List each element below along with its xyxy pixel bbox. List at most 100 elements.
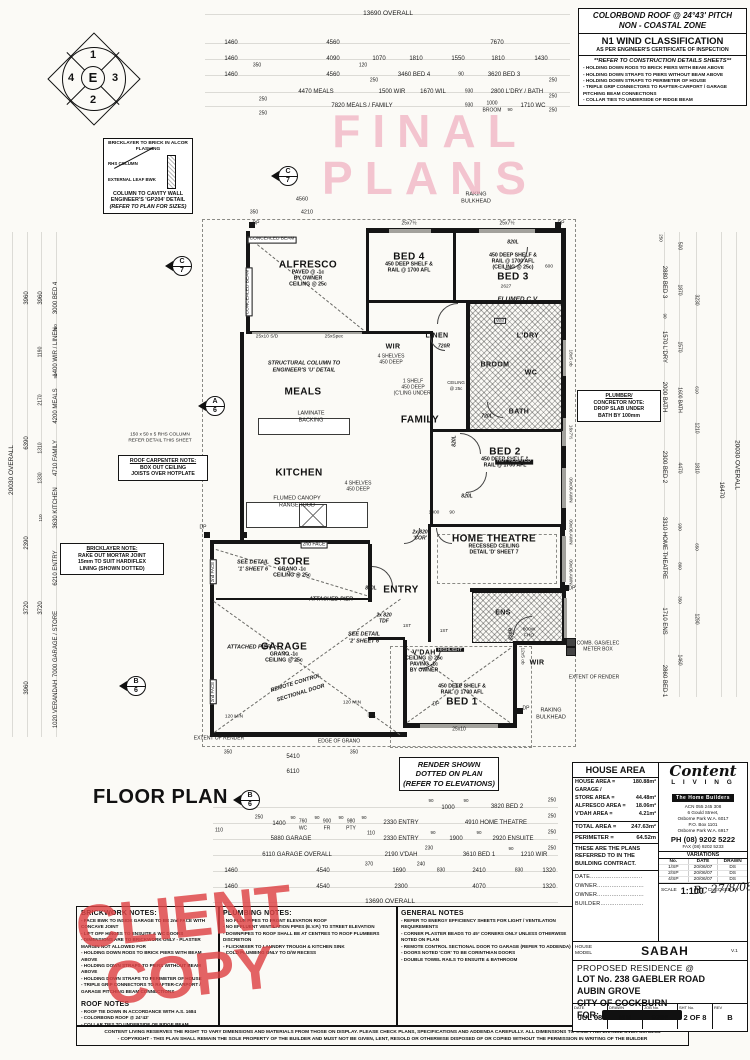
room-label-l-dry: L'DRY: [517, 333, 539, 340]
general-note-item: - DOUBLE TOWEL RAILS TO ENSUITE & BATHRO…: [401, 956, 518, 962]
house-area-row-value: 180.88m²: [632, 779, 656, 785]
brickwork-note-item: - DIMENSIONS ARE TO BRICKWORK ONLY - PLA…: [81, 937, 201, 949]
footer-line2: - COPYRIGHT - THIS PLAN SHALL REMAIN THE…: [117, 1037, 648, 1043]
room-label-wc: WC: [525, 370, 537, 377]
construction-details-list: - HOLDING DOWN RODS TO BRICK PIERS WITH …: [581, 65, 744, 103]
plan-annotation: 1 SHELF: [402, 378, 424, 385]
dim-label: 610: [694, 386, 700, 394]
plumbing-notes-list: - NO FLUE PIPES TO FRONT ELEVATION ROOF-…: [223, 918, 393, 957]
dim-label: 250: [369, 77, 379, 84]
elevation-number-left: 4: [68, 72, 75, 84]
room-name: MEALS: [284, 386, 322, 398]
total-area-row: TOTAL AREA = 247.63m²: [573, 820, 658, 833]
roof-note-item: - ROOF TIE DOWN IN ACCORDANCE WITH A.S. …: [81, 1009, 197, 1015]
plan-annotation: 350: [249, 209, 259, 216]
dim-label: 1460: [224, 56, 238, 62]
plan-annotation: DP: [367, 712, 375, 719]
room-name: ENTRY: [383, 584, 419, 596]
plan-annotation: 1000: [428, 510, 440, 516]
general-notes-box: GENERAL NOTES - REFER TO ENERGY EFFICIEN…: [396, 906, 585, 1026]
meter-box: [566, 638, 576, 647]
variations-cell: DS: [729, 864, 737, 870]
stamp-cell-label: DRAWN: [609, 1005, 624, 1010]
dim-label: 6390: [24, 436, 30, 450]
stamp-cell-value: JUL 08: [577, 1013, 603, 1022]
plan-annotation: 720R: [438, 343, 450, 350]
plan-annotation: DP: [252, 220, 260, 227]
dim-label: 3620 BED 3: [487, 72, 521, 78]
brickwork-note-item: - TRIPLE GRIP CONNECTORS TO RAFTER-CARPO…: [81, 982, 201, 994]
room-name: WC: [524, 369, 538, 377]
plumbing-note-item: - DOWNPIPES TO ROOF SHALL BE AT CENTRES …: [223, 930, 380, 943]
plan-annotation: 2x 820: [412, 529, 428, 536]
plan-annotation: 'COR': [413, 535, 427, 542]
room-label-ens: ENS: [495, 610, 511, 617]
plan-annotation: 25xSpec: [324, 334, 344, 340]
elevation-reference-symbol: 1 3 2 4 E: [47, 32, 141, 126]
house-model-rev: V.1: [731, 948, 738, 954]
plan-annotation: ENGINEER'S 'U' DETAIL: [272, 367, 336, 374]
dim-label: 2190 V'DAH: [384, 852, 418, 858]
dim-label: 230: [424, 845, 434, 852]
plan-annotation: 18x5 ob: [567, 349, 573, 367]
dim-label: 370: [364, 861, 374, 868]
variations-header: DRAWN: [723, 858, 742, 864]
section-arrow-icon: [119, 681, 127, 691]
dimension-line: [27, 232, 28, 737]
house-area-row-label: STORE AREA =: [575, 795, 615, 802]
plan-annotation: 800W: [522, 627, 536, 633]
window-segment: [562, 536, 566, 582]
dim-label: 1670 WIL: [420, 89, 446, 95]
plumbing-note-item: - FLICKMIXER TO LAUNDRY TROUGH & KITCHEN…: [223, 943, 345, 949]
dim-label: 1400: [272, 821, 286, 827]
wall-segment: [368, 544, 372, 602]
dim-label: 2170: [37, 394, 44, 406]
room-name: FAMILY: [400, 414, 440, 426]
house-area-row-label: GARAGE /: [575, 787, 602, 794]
house-area-row: V'DAH AREA =4.21m²: [573, 810, 658, 818]
plan-annotation: DP: [199, 524, 207, 531]
plan-annotation: 4560: [295, 196, 309, 203]
general-note-item: - CORNER PLASTER BEADS TO 45° CORNERS ON…: [401, 930, 567, 943]
dim-label: 1500 WIR: [378, 89, 406, 95]
plan-annotation: BULKHEAD: [536, 714, 566, 721]
window-segment: [252, 332, 362, 334]
dim-label: 3610 BED 1: [462, 852, 496, 858]
dim-label: 2800 L'DRY / BATH: [490, 89, 544, 95]
wall-segment: [403, 640, 407, 726]
dim-label: 2410: [472, 868, 486, 874]
plan-annotation: 2x 820: [376, 612, 392, 619]
variations-header: No.: [659, 858, 689, 864]
dim-label: 760: [298, 818, 308, 825]
plan-annotation: 720L: [481, 413, 493, 420]
dim-label: 4200 MEALS: [53, 388, 59, 424]
dim-label: 90: [314, 814, 320, 820]
content-living-logo: Content L I V I N G The Home Builders AC…: [659, 763, 747, 852]
dim-label: 6210 ENTRY: [53, 550, 59, 586]
dim-label: 3960: [38, 291, 44, 305]
room-name: ENS: [495, 609, 511, 617]
plan-annotation: 600: [544, 264, 554, 270]
plan-annotation: STRUCTURAL COLUMN TO: [267, 360, 341, 367]
logo-fax: FAX (08) 9202 5233: [682, 843, 724, 849]
room-name: WIR: [529, 659, 545, 667]
dim-label: 250: [254, 814, 264, 821]
plan-annotation: 12x5 ob: [519, 647, 525, 665]
dim-label: 90: [52, 373, 58, 379]
dim-label: 3310 HOME THEATRE: [661, 516, 667, 580]
house-area-row-value: 4.21m²: [638, 811, 656, 818]
signature-line: OWNER..........................: [575, 892, 644, 899]
dimension-line: [213, 902, 558, 903]
dim-label: 350: [223, 749, 233, 756]
room-name: LINEN: [425, 332, 449, 340]
dim-label: 3460 BED 4: [397, 72, 431, 78]
dim-label: 2390: [24, 536, 30, 550]
signature-line: BUILDER........................: [575, 901, 644, 908]
